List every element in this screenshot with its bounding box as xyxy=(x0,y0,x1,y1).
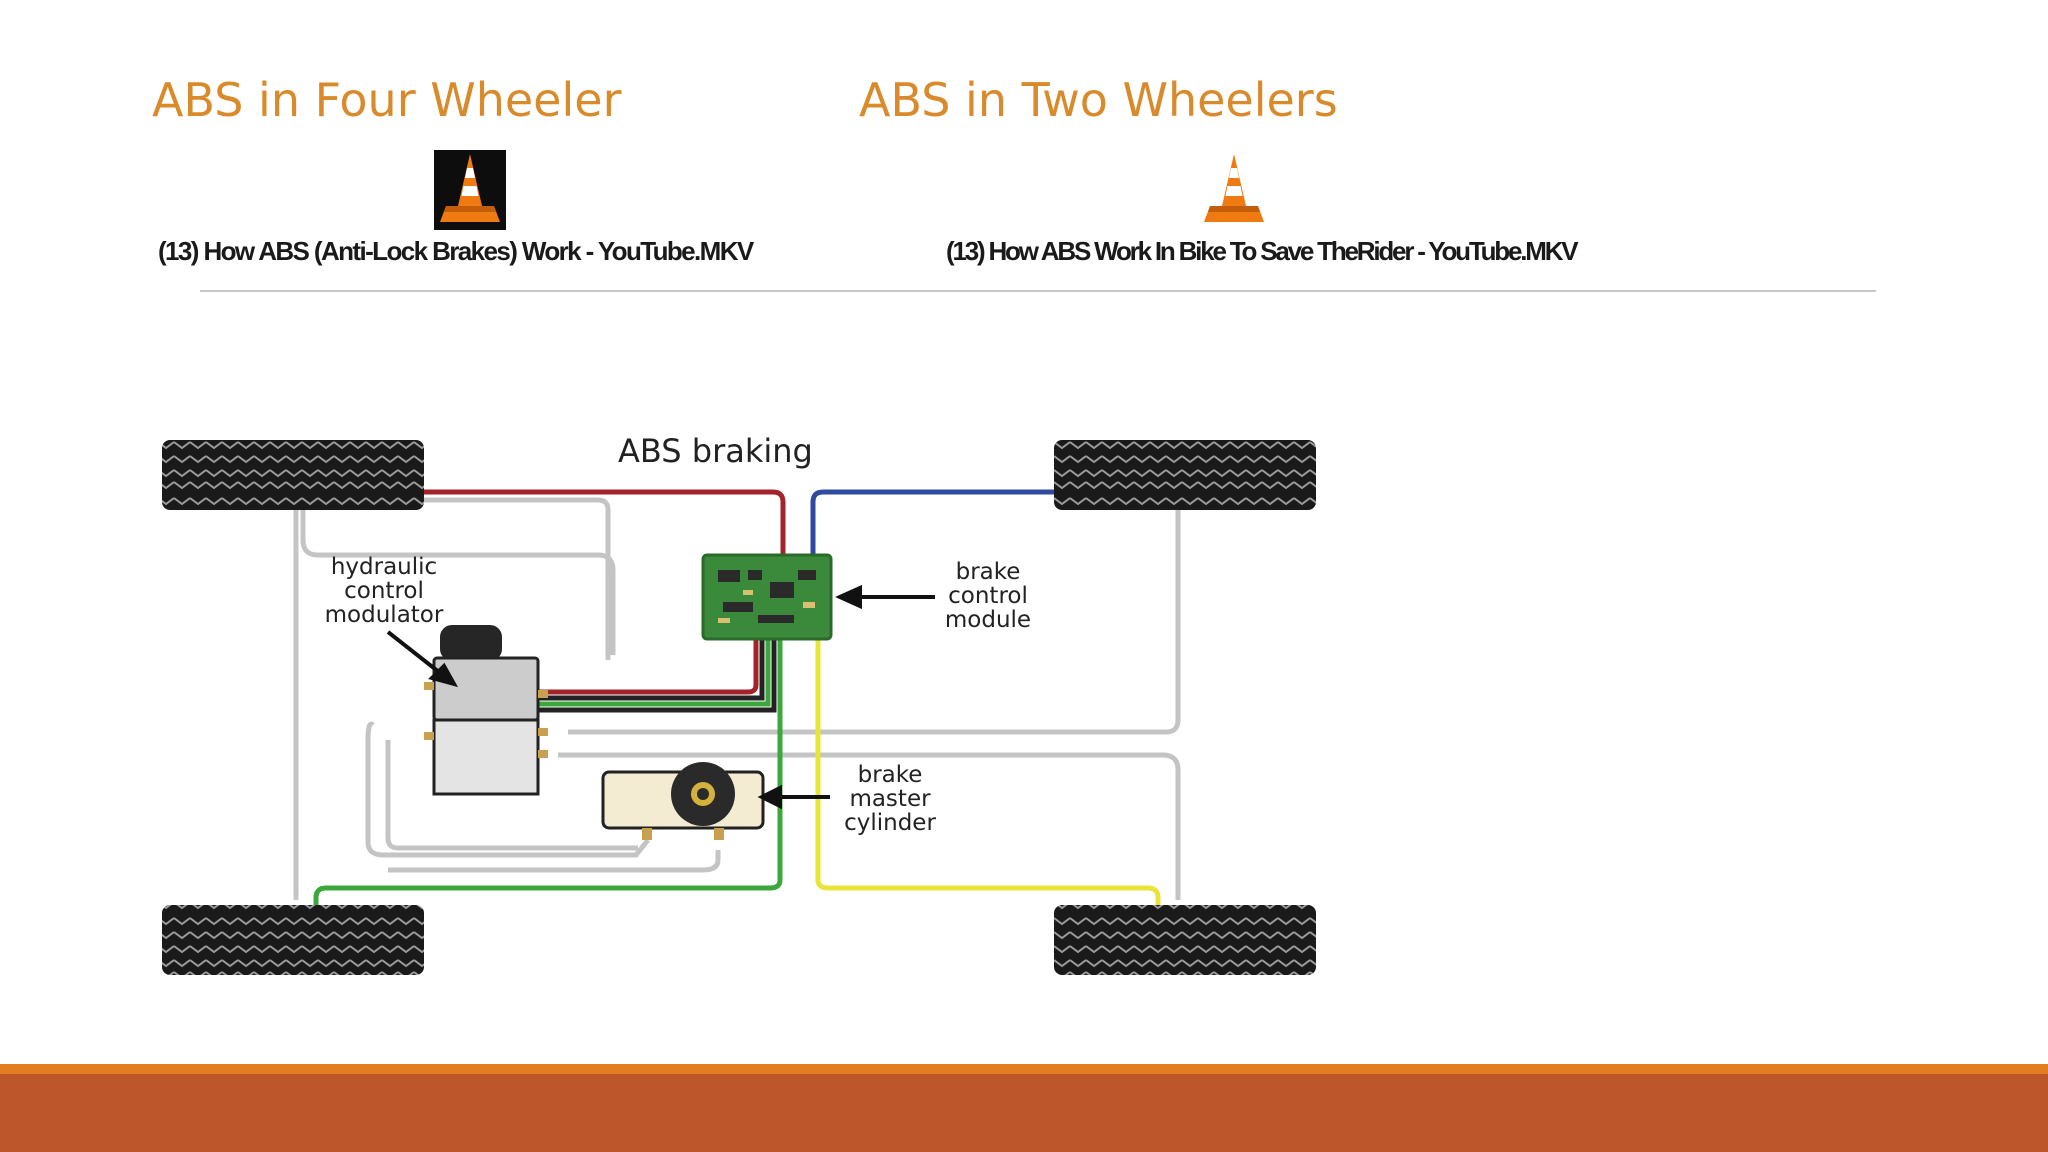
slide-title-two-wheelers: ABS in Two Wheelers xyxy=(859,73,1338,127)
label-brake-master-cylinder: cylinder xyxy=(844,810,936,836)
footer-accent-stripe xyxy=(0,1064,2048,1074)
label-hydraulic-control-modulator: hydraulic xyxy=(331,554,437,580)
diagram-title: ABS braking xyxy=(618,432,813,470)
slide-title-four-wheeler: ABS in Four Wheeler xyxy=(152,73,622,127)
label-brake-control-module: module xyxy=(945,607,1031,633)
footer-band xyxy=(0,1074,2048,1152)
video-link-two-wheelers[interactable]: (13) How ABS Work In Bike To Save TheRid… xyxy=(930,150,1579,275)
label-brake-control-module: control xyxy=(948,583,1028,609)
label-brake-control-module: brake xyxy=(956,559,1021,585)
divider xyxy=(200,290,1876,292)
label-brake-master-cylinder: master xyxy=(849,786,931,812)
video-link-four-wheeler[interactable]: (13) How ABS (Anti-Lock Brakes) Work - Y… xyxy=(150,150,810,275)
label-hydraulic-control-modulator: modulator xyxy=(325,602,444,628)
vlc-cone-icon xyxy=(434,150,506,230)
abs-braking-diagram: ABS braking hydraulic control modulator … xyxy=(158,420,1338,980)
video-caption: (13) How ABS (Anti-Lock Brakes) Work - Y… xyxy=(158,236,754,266)
video-caption: (13) How ABS Work In Bike To Save TheRid… xyxy=(946,236,1579,266)
label-hydraulic-control-modulator: control xyxy=(344,578,424,604)
label-brake-master-cylinder: brake xyxy=(858,762,923,788)
vlc-cone-icon xyxy=(1198,150,1270,230)
